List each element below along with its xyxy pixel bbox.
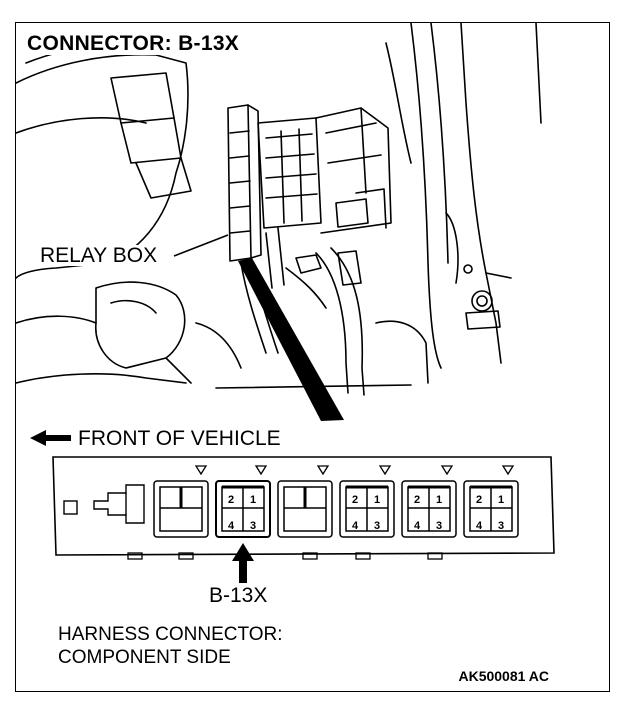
pin-1: 1 (498, 494, 504, 506)
pin-2: 2 (228, 494, 234, 506)
pin-3: 3 (250, 520, 256, 532)
up-arrow-icon (232, 543, 254, 583)
diagram-frame: 2 1 4 3 2 1 4 3 2 1 4 3 2 1 4 3 CONNECTO… (15, 22, 610, 692)
diagram-title: CONNECTOR: B-13X (25, 32, 242, 55)
pin-1: 1 (374, 494, 380, 506)
pin-3: 3 (374, 520, 380, 532)
connector-label: B-13X (209, 584, 268, 607)
pin-1: 1 (250, 494, 256, 506)
relay-socket-6 (463, 480, 519, 538)
relay-socket-b13x (215, 480, 271, 538)
pin-2: 2 (414, 494, 420, 506)
engine-bay-illustration: 2 1 4 3 2 1 4 3 2 1 4 3 2 1 4 3 (16, 23, 555, 583)
relay-socket-blank-2 (277, 480, 333, 538)
pin-4: 4 (228, 520, 235, 532)
figure-code: AK500081 AC (458, 668, 549, 684)
pin-4: 4 (352, 520, 359, 532)
pin-1: 1 (436, 494, 442, 506)
relay-box-label: RELAY BOX (38, 244, 160, 267)
pin-2: 2 (352, 494, 358, 506)
harness-connector-label: HARNESS CONNECTOR: COMPONENT SIDE (58, 624, 283, 668)
pin-3: 3 (436, 520, 442, 532)
pin-4: 4 (414, 520, 421, 532)
relay-socket-5 (401, 480, 457, 538)
pin-3: 3 (498, 520, 504, 532)
relay-socket-blank-1 (153, 480, 209, 538)
front-of-vehicle-label: FRONT OF VEHICLE (78, 427, 281, 450)
pin-2: 2 (476, 494, 482, 506)
relay-socket-4 (339, 480, 395, 538)
pin-4: 4 (476, 520, 483, 532)
